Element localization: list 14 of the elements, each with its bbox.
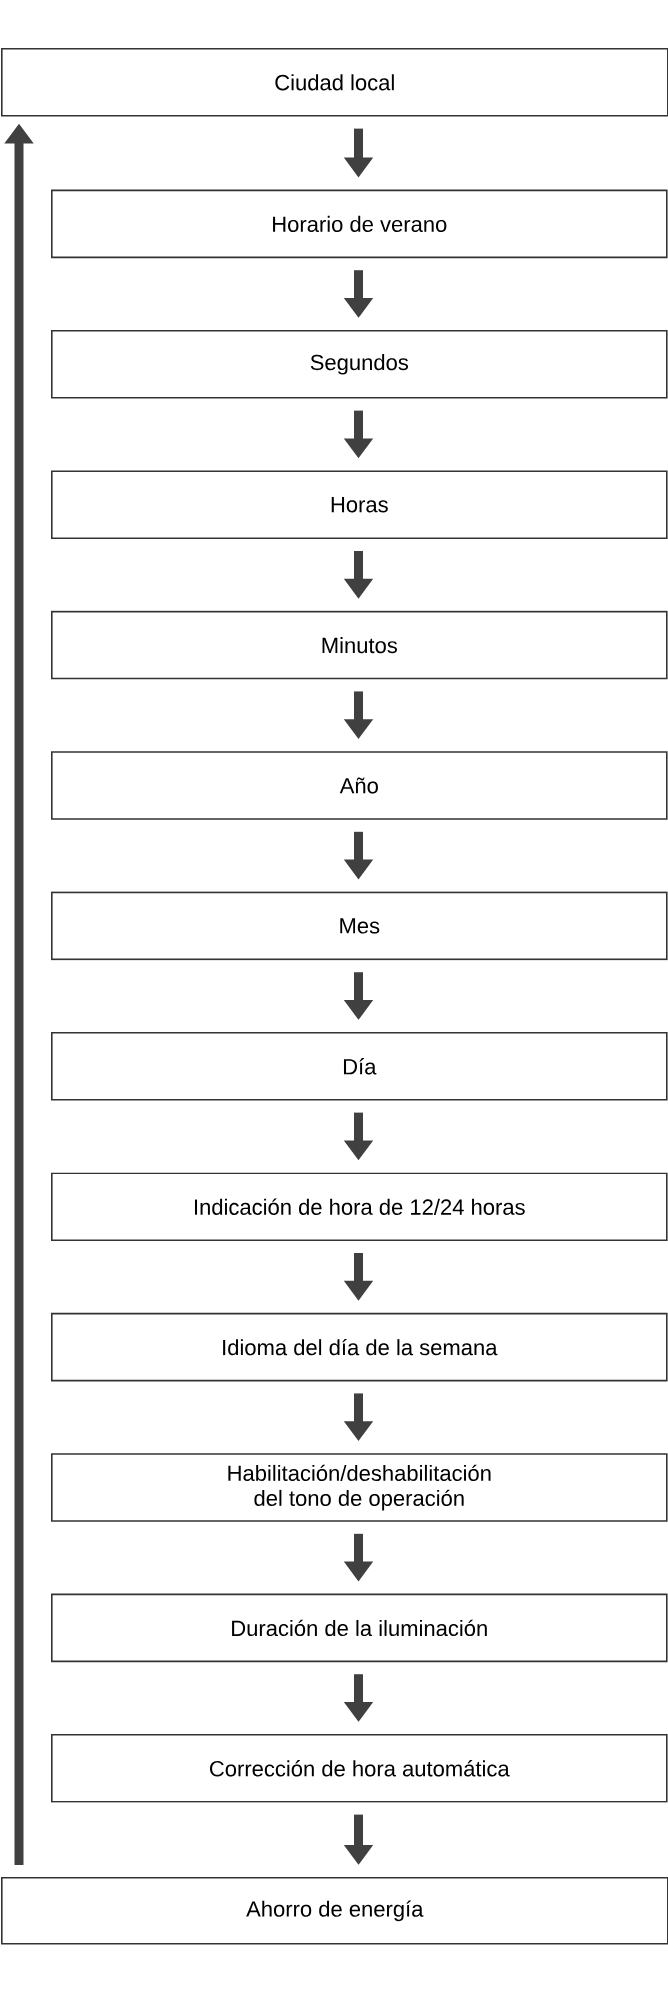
process-box: Segundos xyxy=(51,330,668,399)
process-box: Minutos xyxy=(51,610,668,680)
process-box: Indicación de hora de 12/24 horas xyxy=(51,1172,668,1241)
process-box: Día xyxy=(51,1032,668,1101)
process-box: Mes xyxy=(51,891,668,961)
process-box: Habilitación/deshabilitación del tono de operación xyxy=(51,1453,668,1522)
process-box: Año xyxy=(51,751,668,820)
process-box: Ciudad local xyxy=(1,48,668,117)
process-box: Horas xyxy=(51,470,668,539)
process-box: Ahorro de energía xyxy=(1,1877,668,1945)
process-box: Idioma del día de la semana xyxy=(51,1312,668,1382)
process-box: Duración de la iluminación xyxy=(51,1593,668,1663)
process-box: Corrección de hora automática xyxy=(51,1734,668,1803)
process-box: Horario de verano xyxy=(51,189,668,259)
